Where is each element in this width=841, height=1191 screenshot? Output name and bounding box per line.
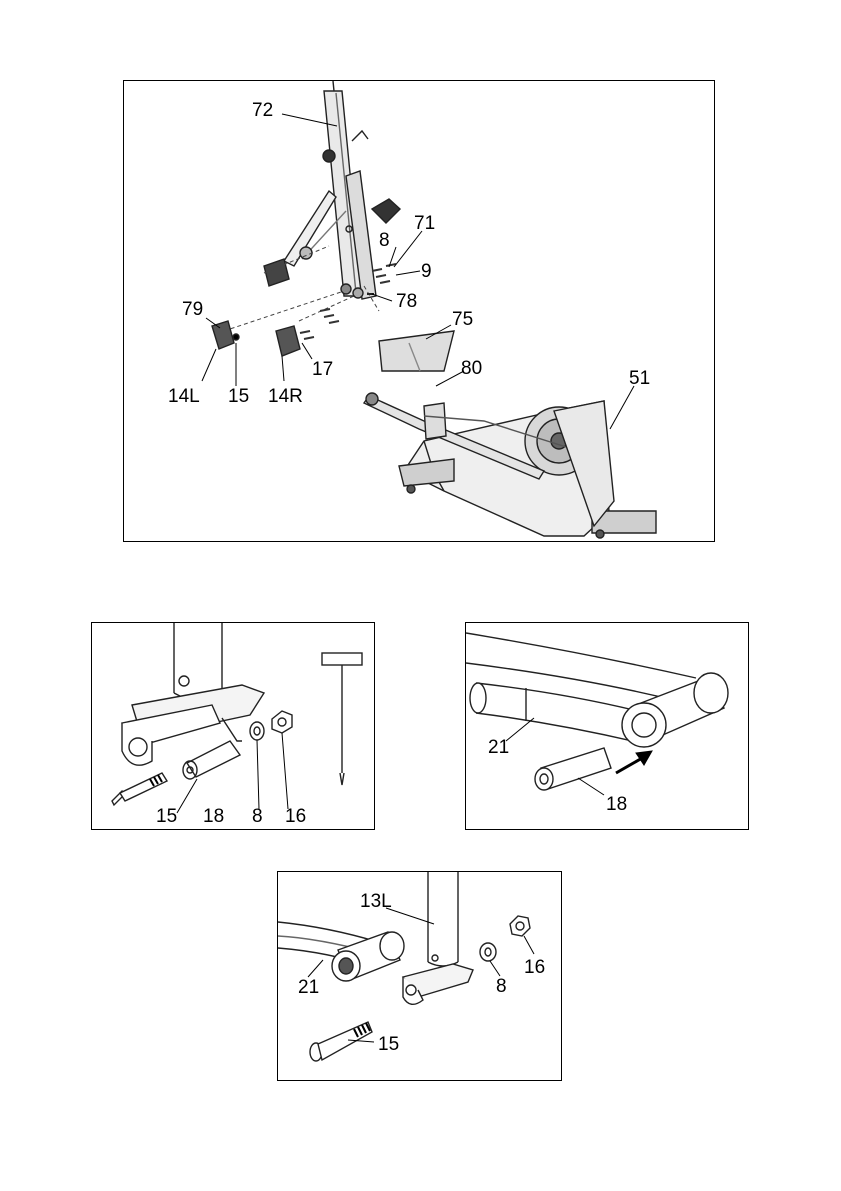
- part-label-8: 8: [496, 977, 507, 996]
- part-label-15: 15: [228, 387, 249, 406]
- part-label-15: 15: [378, 1035, 399, 1054]
- part-label-80: 80: [461, 359, 482, 378]
- part-label-8: 8: [379, 231, 390, 250]
- part-label-72: 72: [252, 101, 273, 120]
- detail-left-drawing: [92, 623, 376, 831]
- part-label-18: 18: [606, 795, 627, 814]
- part-label-78: 78: [396, 292, 417, 311]
- part-label-9: 9: [421, 262, 432, 281]
- main-assembly-drawing: [124, 81, 716, 543]
- part-label-71: 71: [414, 214, 435, 233]
- part-label-16: 16: [285, 807, 306, 826]
- part-label-8: 8: [252, 807, 263, 826]
- part-label-75: 75: [452, 310, 473, 329]
- part-label-51: 51: [629, 369, 650, 388]
- part-label-21: 21: [488, 738, 509, 757]
- part-label-16: 16: [524, 958, 545, 977]
- part-label-14L: 14L: [168, 387, 200, 406]
- detail-bottom-figure: 13L 21 8 16 15: [277, 871, 562, 1081]
- part-label-17: 17: [312, 360, 333, 379]
- detail-bottom-drawing: [278, 872, 563, 1082]
- part-label-79: 79: [182, 300, 203, 319]
- part-label-15: 15: [156, 807, 177, 826]
- part-label-21: 21: [298, 978, 319, 997]
- part-label-14R: 14R: [268, 387, 303, 406]
- part-label-13L: 13L: [360, 892, 392, 911]
- detail-right-figure: 21 18: [465, 622, 749, 830]
- detail-left-figure: 15 18 8 16: [91, 622, 375, 830]
- part-label-18: 18: [203, 807, 224, 826]
- main-assembly-figure: 72 71 8 9 78 79 75 17 80 51 14L 15 14R: [123, 80, 715, 542]
